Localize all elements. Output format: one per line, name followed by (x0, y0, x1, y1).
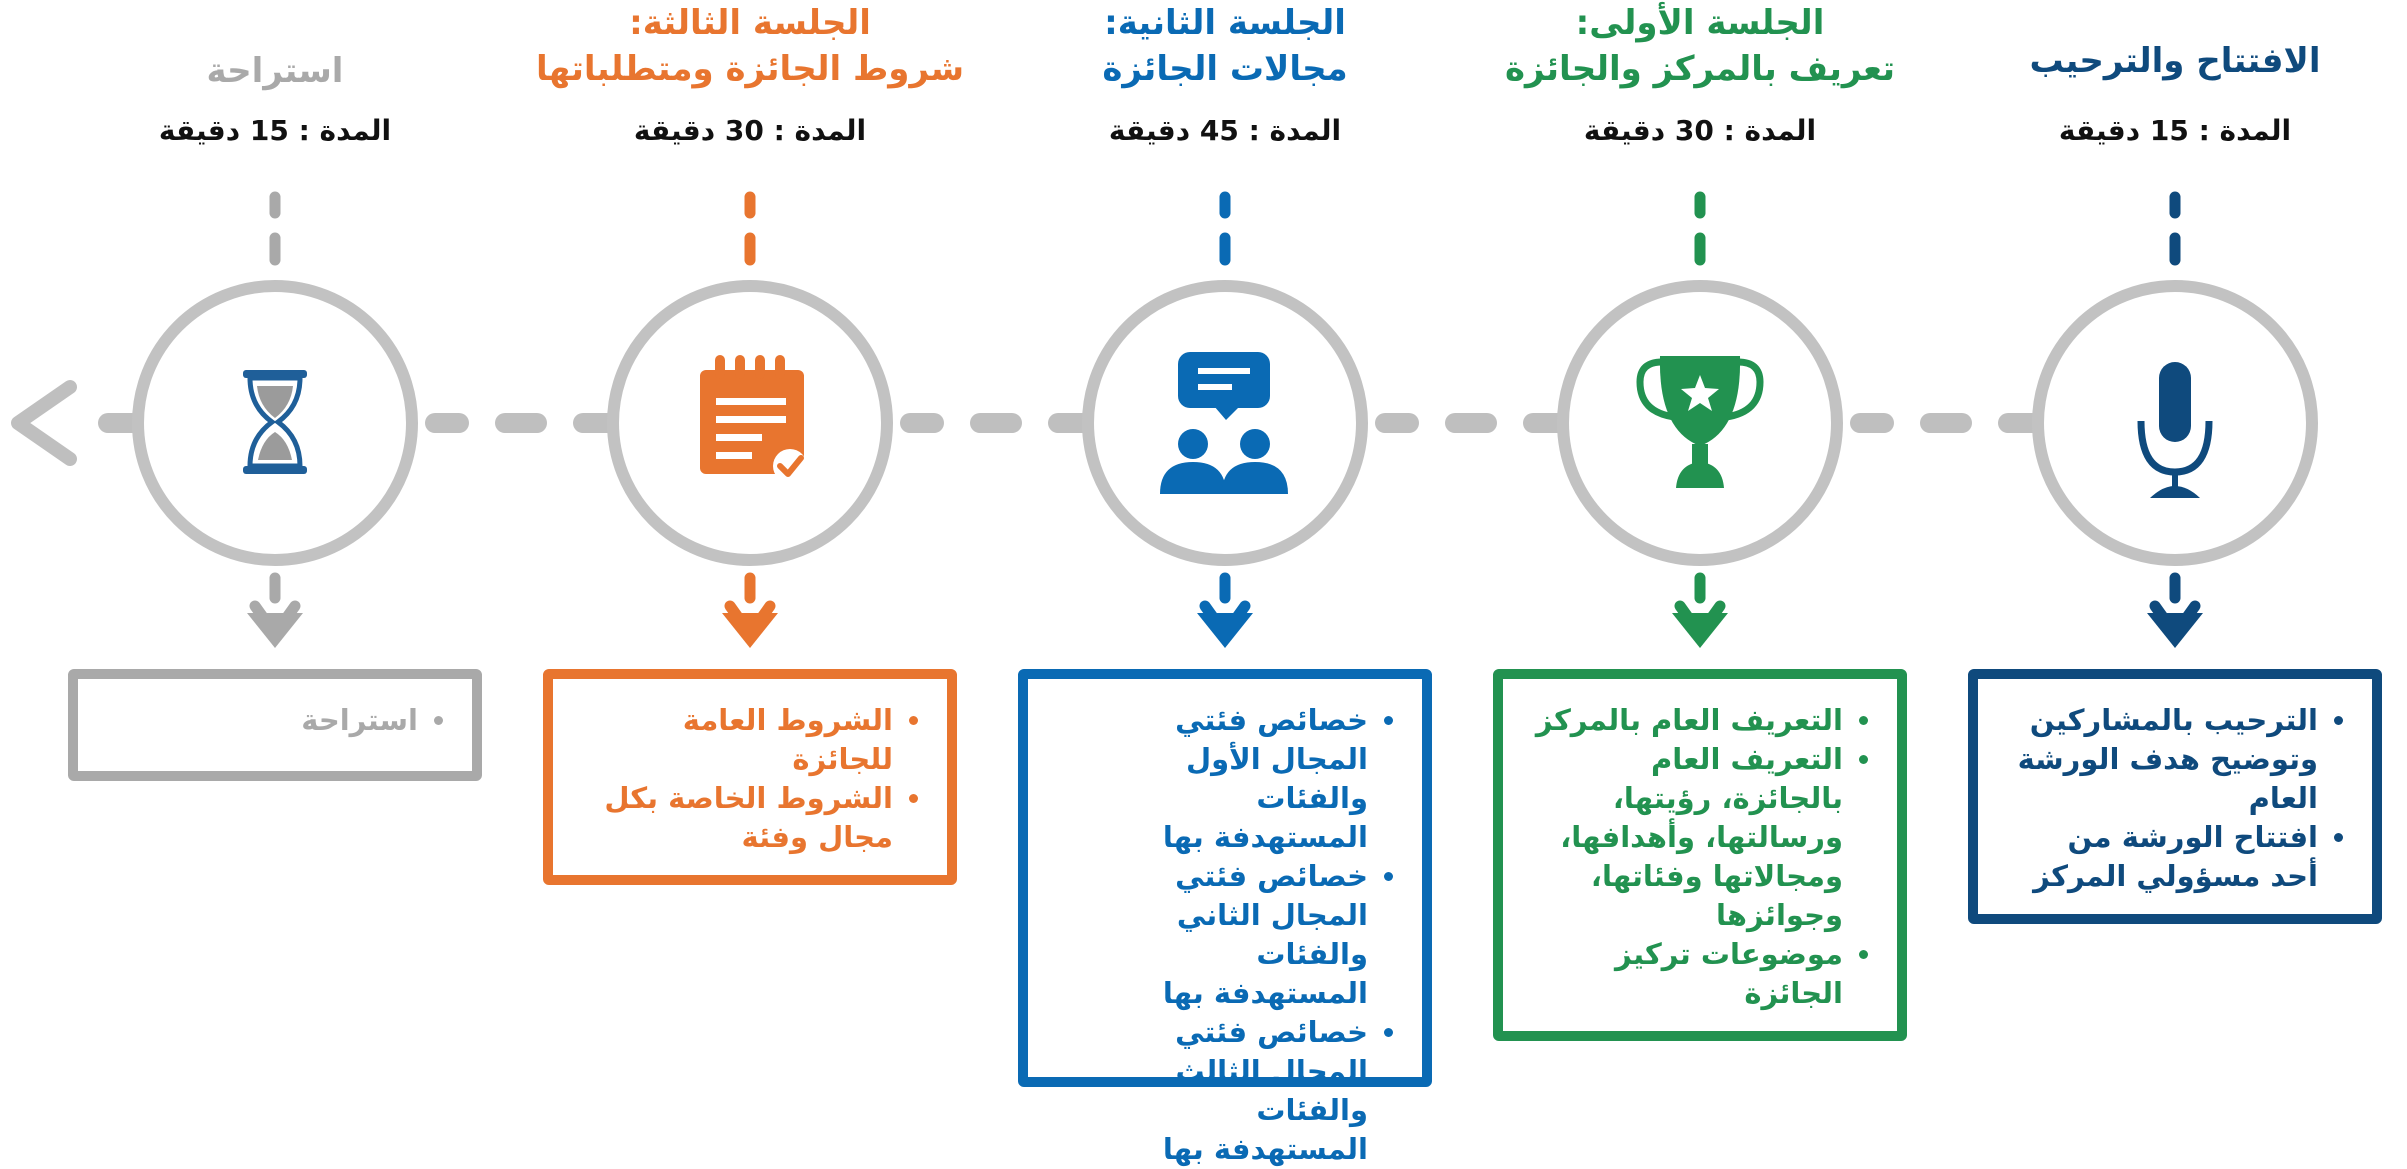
stage-title-line2: شروط الجائزة ومتطلباتها (535, 49, 965, 89)
stage4-details-box: الشروط العامة للجائزة الشروط الخاصة بكل … (543, 669, 957, 885)
stage-session-3: الجلسة الثالثة: شروط الجائزة ومتطلباتها … (515, 0, 985, 1085)
timeline-graphic (11, 191, 2318, 648)
stage-title-line1: الجلسة الثانية: (1104, 3, 1346, 43)
stage-title: الجلسة الثالثة: شروط الجائزة ومتطلباتها (515, 0, 985, 92)
stage-title-line2: مجالات الجائزة (1102, 49, 1348, 89)
stage1-list: الترحيب بالمشاركين وتوضيح هدف الورشة الع… (2016, 701, 2346, 896)
stage3-list: خصائص فئتي المجال الأول والفئات المستهدف… (1098, 701, 1396, 1169)
stage1-details-box: الترحيب بالمشاركين وتوضيح هدف الورشة الع… (1968, 669, 2382, 924)
stage-duration: المدة : 45 دقيقة (1108, 114, 1342, 147)
stage2-connector (1672, 191, 1728, 648)
list-item: افتتاح الورشة من أحد مسؤولي المركز (2016, 818, 2318, 896)
list-item: خصائص فئتي المجال الثالث والفئات المستهد… (1098, 1013, 1368, 1169)
list-item: خصائص فئتي المجال الثاني والفئات المستهد… (1098, 857, 1368, 1013)
stage5-list: استراحة (228, 701, 446, 740)
stage4-connector (722, 191, 778, 648)
stage5-details-box: استراحة (68, 669, 482, 781)
timeline-arrowhead-icon (11, 380, 77, 466)
stage-title: الجلسة الأولى: تعريف بالمركز والجائزة (1465, 0, 1935, 92)
stage-title-line1: الافتتاح والترحيب (2029, 41, 2321, 81)
list-item: خصائص فئتي المجال الأول والفئات المستهدف… (1098, 701, 1368, 857)
list-item: التعريف العام بالجائزة، رؤيتها، ورسالتها… (1533, 740, 1843, 935)
stage2-details-box: التعريف العام بالمركز التعريف العام بالج… (1493, 669, 1907, 1041)
stage-duration: المدة : 15 دقيقة (158, 114, 392, 147)
stage3-connector (1197, 191, 1253, 648)
stage-title: الافتتاح والترحيب (1940, 38, 2407, 84)
microphone-icon (2137, 362, 2213, 498)
list-item: الترحيب بالمشاركين وتوضيح هدف الورشة الع… (2016, 701, 2318, 818)
notepad-checklist-icon (700, 355, 807, 483)
stage-title: الجلسة الثانية: مجالات الجائزة (990, 0, 1460, 92)
stage2-list: التعريف العام بالمركز التعريف العام بالج… (1533, 701, 1871, 1013)
stage-opening: الافتتاح والترحيب المدة : 15 دقيقة (1940, 0, 2407, 1085)
stage4-list: الشروط العامة للجائزة الشروط الخاصة بكل … (593, 701, 921, 857)
list-item: التعريف العام بالمركز (1533, 701, 1843, 740)
stage-duration: المدة : 30 دقيقة (1583, 114, 1817, 147)
stage-session-1: الجلسة الأولى: تعريف بالمركز والجائزة ال… (1465, 0, 1935, 1085)
stage-break: استراحة المدة : 15 دقيقة (40, 0, 510, 1085)
discussion-icon (1160, 352, 1288, 494)
stage-title-line1: الجلسة الثالثة: (629, 3, 871, 43)
stage-title: استراحة (40, 48, 510, 94)
trophy-icon (1636, 356, 1764, 488)
stage-title-line1: استراحة (206, 51, 344, 91)
stage5-connector (247, 191, 303, 648)
stage3-details-box: خصائص فئتي المجال الأول والفئات المستهدف… (1018, 669, 1432, 1166)
list-item: الشروط الخاصة بكل مجال وفئة (593, 779, 893, 857)
stage-session-2: الجلسة الثانية: مجالات الجائزة المدة : 4… (990, 0, 1460, 1085)
list-item: استراحة (228, 701, 418, 740)
stage3-circle (1082, 280, 1368, 566)
list-item: الشروط العامة للجائزة (593, 701, 893, 779)
stage-title-line1: الجلسة الأولى: (1575, 3, 1825, 43)
stage-duration: المدة : 30 دقيقة (633, 114, 867, 147)
stage-duration: المدة : 15 دقيقة (2058, 114, 2292, 147)
list-item: موضوعات تركيز الجائزة (1533, 935, 1843, 1013)
stage1-connector (2147, 191, 2203, 648)
stage-title-line2: تعريف بالمركز والجائزة (1504, 49, 1896, 89)
hourglass-icon (243, 370, 307, 474)
